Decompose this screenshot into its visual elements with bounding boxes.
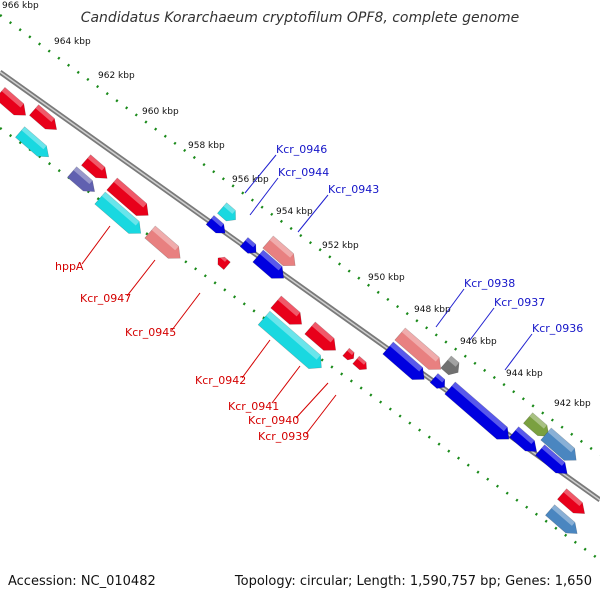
ruler-label: 958 kbp [188, 141, 225, 151]
label-leader-line [244, 154, 277, 194]
label-leader-line [81, 225, 111, 265]
gene-label-forward: Kcr_0937 [494, 296, 545, 309]
forward-cds [252, 249, 284, 279]
ruler-label: 960 kbp [142, 107, 179, 117]
label-leader-line [249, 177, 279, 216]
label-leader-line [126, 259, 156, 297]
gene-label-forward: Kcr_0944 [278, 166, 329, 179]
rna-feature [94, 191, 142, 234]
gene-label-reverse: Kcr_0945 [125, 326, 176, 339]
misc-feature [67, 166, 95, 192]
forward-cds [444, 381, 510, 440]
accession-text: Accession: NC_010482 [8, 574, 156, 589]
ruler-label: 956 kbp [232, 175, 269, 185]
reverse-cds [0, 86, 26, 116]
map-title: Candidatus Korarchaeum cryptofilum OPF8,… [80, 10, 520, 26]
ruler-label: 950 kbp [368, 273, 405, 283]
ruler-label: 962 kbp [98, 71, 135, 81]
pseudo-feature [394, 327, 442, 370]
label-leader-line [504, 333, 533, 371]
rna-feature [15, 126, 50, 158]
gene-label-forward: Kcr_0938 [464, 277, 515, 290]
ruler-label: 952 kbp [322, 241, 359, 251]
outer-ruler-line [0, 13, 600, 457]
ruler-label: 966 kbp [2, 1, 39, 11]
label-leader-line [469, 307, 495, 341]
label-leader-line [435, 288, 465, 328]
forward-cds [429, 373, 446, 389]
ruler-label: 946 kbp [460, 337, 497, 347]
rna-feature [217, 202, 236, 222]
reverse-cds [342, 347, 355, 361]
reverse-cds [29, 104, 57, 130]
gene-label-forward: Kcr_0946 [276, 143, 327, 156]
reverse-cds [557, 488, 585, 514]
misc-feature [545, 504, 578, 534]
ruler-label: 942 kbp [554, 399, 591, 409]
gene-label-reverse: Kcr_0947 [80, 292, 131, 305]
label-leader-line [171, 292, 201, 331]
gene-label-reverse: Kcr_0939 [258, 430, 309, 443]
pseudo-feature [262, 235, 296, 266]
gene-label-reverse: Kcr_0942 [195, 374, 246, 387]
rna-feature [257, 310, 322, 369]
reverse-cds [81, 154, 108, 179]
label-leader-line [295, 382, 329, 419]
pseudo-feature [144, 225, 181, 259]
reverse-cds [217, 254, 231, 270]
ruler-label: 964 kbp [54, 37, 91, 47]
ruler-label: 954 kbp [276, 207, 313, 217]
label-leader-line [241, 339, 271, 379]
forward-cds [535, 444, 568, 474]
reverse-cds [352, 355, 367, 370]
forward-cds [382, 341, 425, 380]
ruler-label: 948 kbp [414, 305, 451, 315]
reverse-cds [270, 295, 302, 325]
label-leader-line [271, 365, 301, 404]
gene-label-reverse: Kcr_0940 [248, 414, 299, 427]
gene-label-forward: Kcr_0943 [328, 183, 379, 196]
forward-cds [205, 215, 226, 234]
label-leader-line [305, 394, 337, 435]
misc-feature [440, 355, 460, 376]
reverse-cds [106, 177, 149, 216]
label-leader-line [297, 194, 329, 233]
gene-label-reverse: Kcr_0941 [228, 400, 279, 413]
forward-cds [239, 237, 257, 254]
reverse-cds [304, 321, 336, 351]
ruler-label: 944 kbp [506, 369, 543, 379]
genome-summary-text: Topology: circular; Length: 1,590,757 bp… [234, 574, 592, 589]
misc-feature [523, 412, 550, 437]
misc-feature [540, 427, 577, 461]
gene-label-forward: Kcr_0936 [532, 322, 583, 335]
forward-cds [509, 426, 537, 452]
gene-label-reverse: hppA [55, 260, 84, 273]
